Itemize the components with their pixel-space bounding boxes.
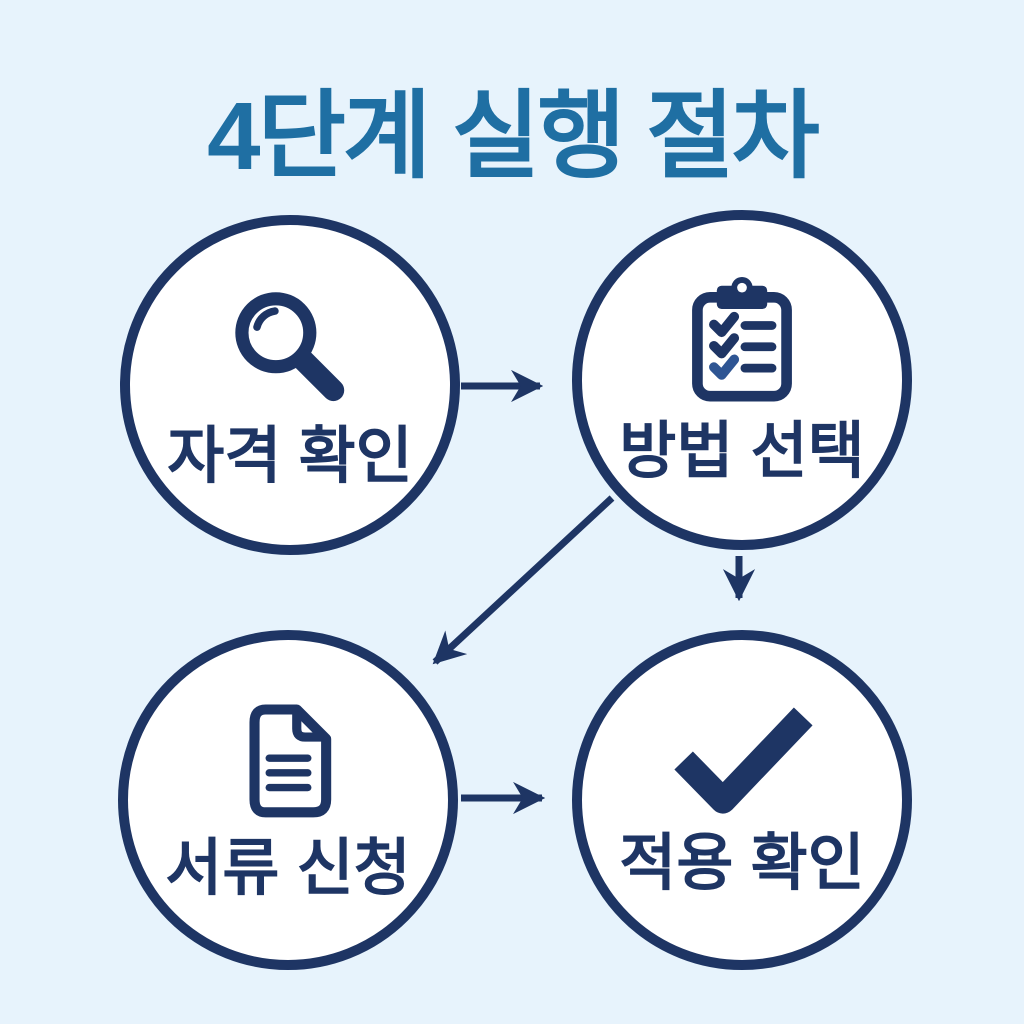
checkmark-icon [674, 707, 813, 814]
arrow-step2-to-step3 [432, 495, 615, 665]
step-circle-application-check: 적용 확인 [572, 630, 912, 970]
clipboard-checklist-icon [692, 277, 792, 402]
page-title: 4단계 실행 절차 [207, 83, 820, 190]
step-circle-document-application: 서류 신청 [118, 630, 458, 970]
magnifier-icon [235, 292, 345, 402]
step-label: 자격 확인 [167, 422, 413, 491]
document-icon [248, 704, 331, 818]
step-label: 적용 확인 [619, 829, 865, 898]
step-circle-method-selection: 방법 선택 [572, 210, 912, 550]
step-label: 서류 신청 [165, 834, 411, 903]
step-label: 방법 선택 [619, 417, 865, 486]
step-circle-qualification-check: 자격 확인 [120, 215, 460, 555]
